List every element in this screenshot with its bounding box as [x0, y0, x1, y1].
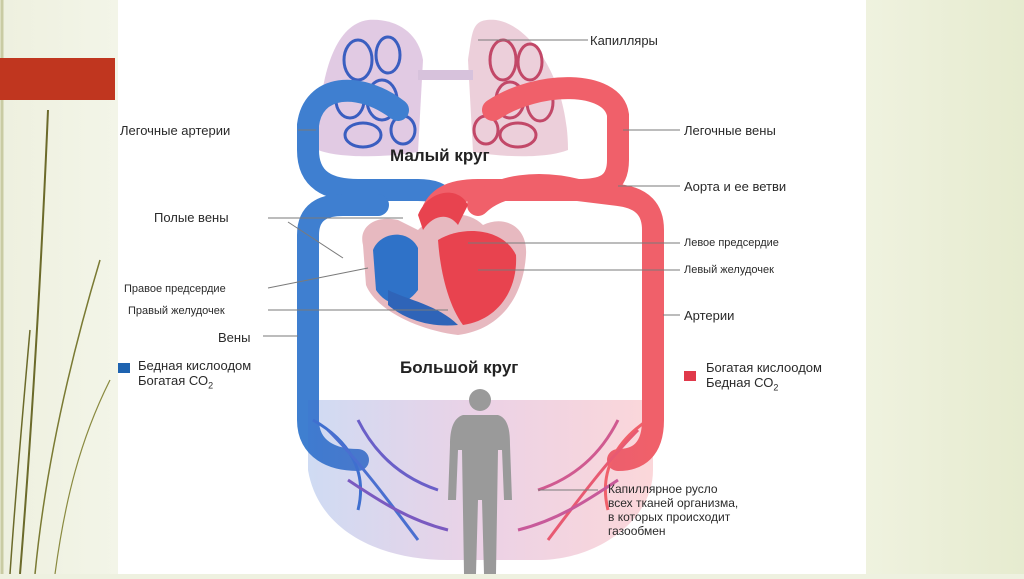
right-decor-band: [866, 0, 1024, 574]
legend-poor-swatch: [118, 363, 130, 373]
label-left-ventricle: Левый желудочек: [684, 264, 774, 276]
legend-rich-line-1: Богатая кислоодом: [706, 360, 822, 375]
label-pulmonary-arteries: Легочные артерии: [120, 123, 231, 138]
label-capillaries: Капилляры: [590, 33, 658, 48]
label-veins: Вены: [218, 330, 251, 345]
label-left-atrium: Левое предсердие: [684, 237, 779, 249]
legend-poor: Бедная кислоодом Богатая СО2: [138, 358, 251, 394]
label-small-circle: Малый круг: [390, 146, 490, 165]
capillary-bed-line-1: Капиллярное русло: [608, 482, 718, 496]
legend-rich-swatch: [684, 371, 696, 381]
capillary-bed-line-3: в которых происходит: [608, 510, 731, 524]
legend-poor-line-1: Бедная кислоодом: [138, 358, 252, 373]
capillary-bed-network: [312, 418, 649, 541]
slide-content: Капилляры Легочные артерии Легочные вены…: [118, 0, 866, 574]
label-big-circle: Большой круг: [400, 358, 519, 377]
label-aorta: Аорта и ее ветви: [684, 179, 787, 194]
title-accent-tab: [0, 58, 115, 100]
legend-rich: Богатая кислоодом Бедная СО2: [706, 360, 822, 396]
heart-icon: [362, 192, 527, 335]
label-pulmonary-veins: Легочные вены: [684, 123, 776, 138]
capillary-bed-line-4: газообмен: [608, 524, 666, 538]
pulmonary-vein-vessel: [422, 77, 629, 221]
capillary-bed-line-2: всех тканей организма,: [608, 496, 739, 510]
label-arteries: Артерии: [684, 308, 735, 323]
circulation-diagram: [263, 19, 680, 574]
legend-poor-line-2: Богатая СО2: [138, 373, 214, 391]
human-silhouette-icon: [448, 389, 512, 574]
label-right-ventricle: Правый желудочек: [128, 305, 225, 317]
label-right-atrium: Правое предсердие: [124, 283, 226, 295]
label-leader-lines: [263, 39, 680, 491]
legend-rich-line-2: Бедная СО2: [706, 375, 779, 393]
label-venae-cavae: Полые вены: [154, 210, 229, 225]
capillary-bed-description: Капиллярное русло всех тканей организма,…: [608, 482, 738, 538]
